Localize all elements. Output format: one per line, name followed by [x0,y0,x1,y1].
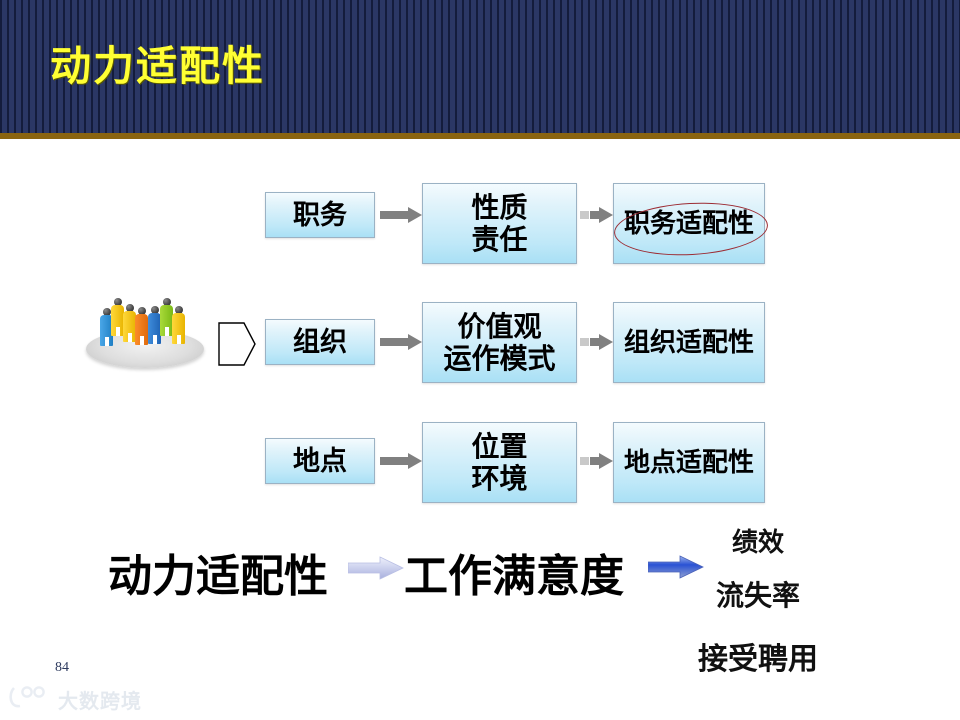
clipart-person [135,307,148,347]
people-group-clipart [86,282,204,368]
clipart-person [148,306,161,346]
outcome-turnover-rate: 流失率 [715,580,800,611]
row-job-arrow-2 [580,207,613,223]
conclusion-arrow-2 [647,554,704,579]
row-organization-input-box[interactable]: 组织 [265,319,375,365]
clipart-person [160,298,173,338]
row-organization-arrow-1 [380,334,422,350]
row-location-input-box[interactable]: 地点 [265,438,375,484]
row-location-arrow-1 [380,453,422,469]
row-organization-outcome-box[interactable]: 组织适配性 [613,302,765,383]
circles-logo-icon [8,684,52,715]
conclusion-arrow-1 [347,555,404,580]
clipart-person [111,298,124,338]
row-location-arrow-2 [580,453,613,469]
row-job-outcome-box[interactable]: 职务适配性 [613,183,765,264]
white-pentagon-arrow-shape [218,322,256,366]
clipart-person [100,308,113,348]
conclusion-left-term: 动力适配性 [108,552,328,601]
conclusion-right-term: 工作满意度 [404,552,624,601]
row-organization-arrow-2 [580,334,613,350]
row-location-factor-box[interactable]: 位置 环境 [422,422,577,503]
slide-header [0,0,960,133]
clipart-person [123,304,136,344]
row-job-factor-box[interactable]: 性质 责任 [422,183,577,264]
row-organization-factor-box[interactable]: 价值观 运作模式 [422,302,577,383]
page-number: 84 [55,660,69,675]
watermark: 大数跨境 [8,684,142,715]
page-title: 动力适配性 [50,43,265,89]
row-location-outcome-box[interactable]: 地点适配性 [613,422,765,503]
row-job-input-box[interactable]: 职务 [265,192,375,238]
clipart-person [172,306,185,346]
outcome-performance: 绩效 [731,527,784,557]
row-job-arrow-1 [380,207,422,223]
outcome-offer-acceptance: 接受聘用 [698,643,818,676]
header-divider-rule [0,133,960,139]
watermark-text: 大数跨境 [58,691,142,713]
